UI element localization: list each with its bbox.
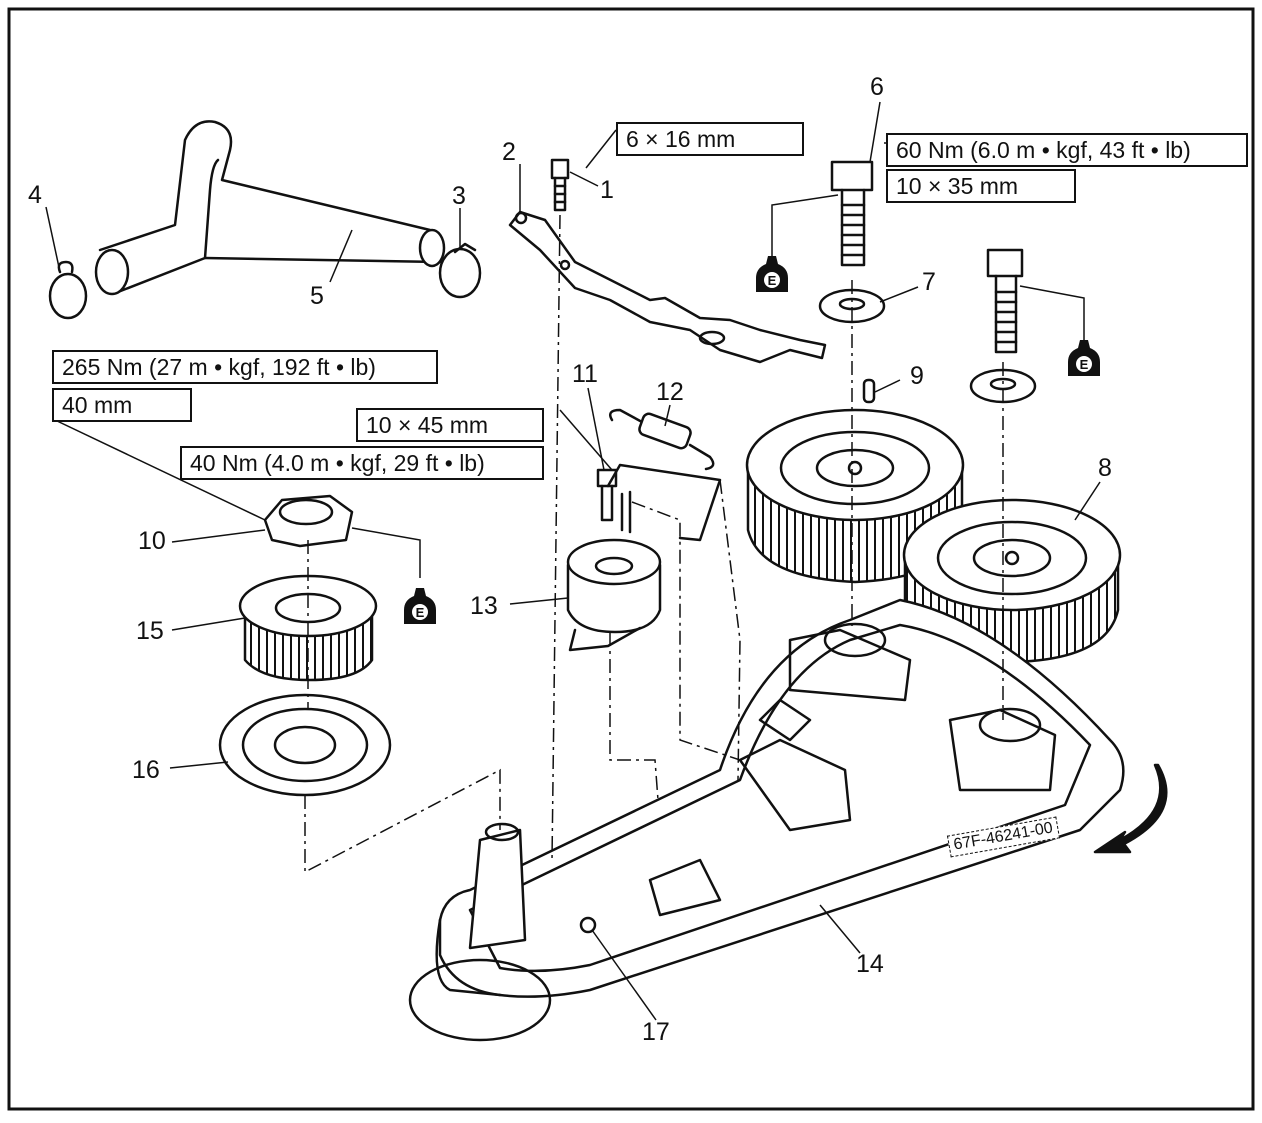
callout-1: 1 (600, 176, 614, 204)
plate-16 (218, 693, 392, 797)
sealant-icon: E (1068, 340, 1100, 376)
hose-clamp-4 (48, 260, 88, 320)
sealant-letter: E (416, 605, 425, 620)
dowel-pin-9 (862, 378, 876, 404)
sealant-icon: E (756, 256, 788, 292)
callout-13: 13 (470, 592, 498, 620)
spec-bolt6-size: 10 × 35 mm (886, 169, 1076, 203)
hose-clamp-3 (438, 242, 482, 299)
tensioner-bracket (508, 210, 827, 364)
callout-2: 2 (502, 138, 516, 166)
alignment-line-1 (551, 214, 561, 861)
bolt-6 (830, 160, 874, 267)
callout-16: 16 (132, 756, 160, 784)
callout-10: 10 (138, 527, 166, 555)
callout-7: 7 (922, 268, 936, 296)
spec-bolt11-torque: 40 Nm (4.0 m • kgf, 29 ft • lb) (180, 446, 544, 480)
callout-8: 8 (1098, 454, 1112, 482)
sealant-letter: E (1080, 357, 1089, 372)
callout-6: 6 (870, 73, 884, 101)
callout-15: 15 (136, 617, 164, 645)
bolt-right (986, 248, 1024, 354)
callout-9: 9 (910, 362, 924, 390)
sealant-letter: E (768, 273, 777, 288)
spec-nut10-torque: 265 Nm (27 m • kgf, 192 ft • lb) (52, 350, 438, 384)
diagram-frame (7, 7, 1255, 1111)
flywheel-nut (263, 494, 354, 548)
bolt-11 (596, 468, 632, 534)
callout-17: 17 (642, 1018, 670, 1046)
spec-nut10-size: 40 mm (52, 388, 192, 422)
rotation-arrow (1093, 763, 1168, 854)
bolt-1 (550, 158, 570, 212)
sealant-bottle-icons (351, 194, 1085, 578)
callout-4: 4 (28, 181, 42, 209)
spec-bolt11-size: 10 × 45 mm (356, 408, 544, 442)
tension-spring (606, 408, 722, 542)
callout-5: 5 (310, 282, 324, 310)
timing-belt (435, 598, 1125, 998)
callout-3: 3 (452, 182, 466, 210)
camshaft-pulley-left (745, 408, 965, 584)
callout-14: 14 (856, 950, 884, 978)
spec-bolt6-torque: 60 Nm (6.0 m • kgf, 43 ft • lb) (886, 133, 1248, 167)
belt-tensioner (566, 538, 662, 652)
spec-bolt1-size: 6 × 16 mm (616, 122, 804, 156)
engine-block (408, 622, 1057, 1042)
sealant-icon: E (404, 588, 436, 624)
callout-12: 12 (656, 378, 684, 406)
water-hose (94, 120, 446, 296)
callout-11: 11 (572, 360, 598, 388)
